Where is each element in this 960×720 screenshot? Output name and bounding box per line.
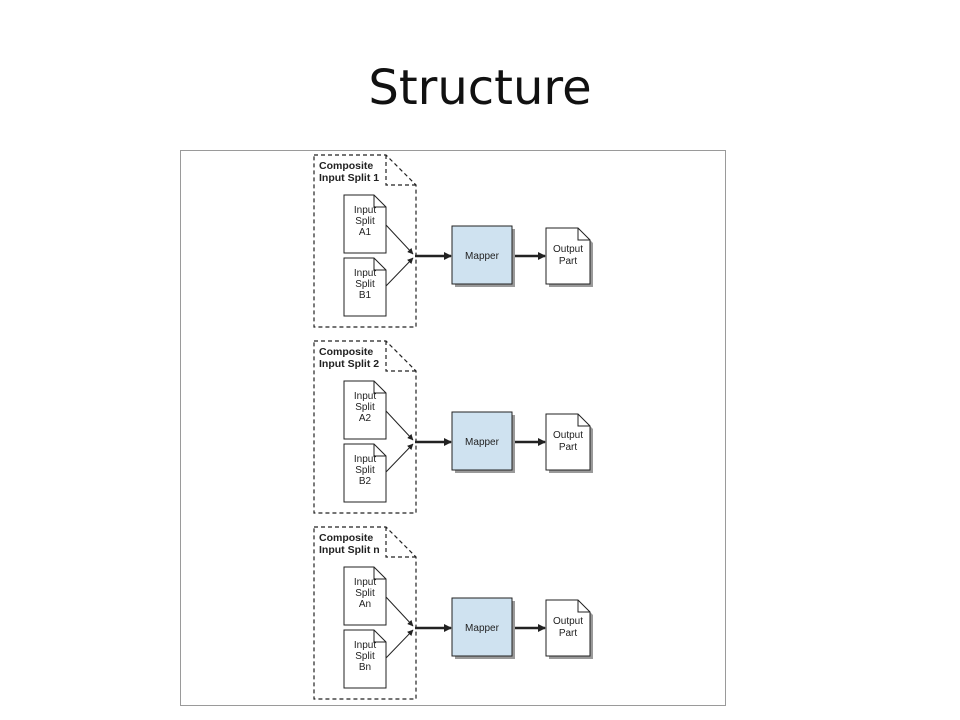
output-part-text: Output: [553, 616, 583, 627]
input-split-b-text: B2: [359, 476, 372, 487]
input-split-a-text: Input: [354, 577, 376, 588]
mapper-box: [451, 411, 513, 471]
input-split-a-doc: [343, 566, 387, 626]
mapper-box: [451, 225, 513, 285]
input-split-b-text: B1: [359, 290, 372, 301]
input-split-a-text: A1: [359, 227, 372, 238]
input-split-b-text: Split: [355, 279, 375, 290]
output-part-text: Part: [559, 628, 578, 639]
composite-label-line1: Composite: [319, 346, 373, 358]
output-part-doc-fold: [577, 600, 590, 613]
input-split-b-doc: [343, 257, 387, 317]
merge-arrow-b: [385, 257, 414, 287]
input-split-a-doc: [343, 380, 387, 440]
composite-label-line2: Input Split 1: [319, 172, 379, 184]
merge-arrow-b: [385, 443, 414, 473]
mapper-box: [451, 597, 513, 657]
input-split-a-doc: [343, 194, 387, 254]
input-split-a-text: A2: [359, 413, 372, 424]
input-split-b-text: Split: [355, 651, 375, 662]
input-split-a-text: Input: [354, 205, 376, 216]
output-part-text: Output: [553, 430, 583, 441]
composite-split-fold: [385, 155, 416, 186]
input-split-a-text: An: [359, 599, 371, 610]
input-split-b-doc: [343, 629, 387, 689]
merge-arrow-a: [385, 596, 414, 627]
input-split-b-doc-fold: [373, 444, 386, 457]
mapper-label: Mapper: [465, 623, 500, 634]
output-part-doc-fold: [577, 414, 590, 427]
input-split-a-text: Split: [355, 588, 375, 599]
input-split-b-doc: [343, 443, 387, 503]
input-split-b-text: Input: [354, 454, 376, 465]
input-split-b-text: Bn: [359, 662, 371, 673]
output-part-text: Part: [559, 256, 578, 267]
page-title: Structure: [368, 60, 592, 116]
output-part-doc: [545, 599, 591, 657]
input-split-b-text: Split: [355, 465, 375, 476]
input-split-b-text: Input: [354, 268, 376, 279]
composite-label-line2: Input Split n: [319, 544, 380, 556]
composite-split-fold: [385, 527, 416, 558]
merge-arrow-a: [385, 410, 414, 441]
input-split-a-doc-fold: [373, 381, 386, 394]
output-part-text: Part: [559, 442, 578, 453]
input-split-b-doc-fold: [373, 258, 386, 271]
input-split-a-doc-fold: [373, 567, 386, 580]
merge-arrow-b: [385, 629, 414, 659]
composite-label-line1: Composite: [319, 532, 373, 544]
input-split-b-text: Input: [354, 640, 376, 651]
output-part-text: Output: [553, 244, 583, 255]
mapper-label: Mapper: [465, 437, 500, 448]
composite-label-line1: Composite: [319, 160, 373, 172]
input-split-b-doc-fold: [373, 630, 386, 643]
output-part-doc: [545, 227, 591, 285]
composite-split-fold: [385, 341, 416, 372]
mapper-label: Mapper: [465, 251, 500, 262]
input-split-a-text: Input: [354, 391, 376, 402]
input-split-a-text: Split: [355, 216, 375, 227]
output-part-doc: [545, 413, 591, 471]
input-split-a-text: Split: [355, 402, 375, 413]
input-split-a-doc-fold: [373, 195, 386, 208]
output-part-doc-fold: [577, 228, 590, 241]
merge-arrow-a: [385, 224, 414, 255]
composite-label-line2: Input Split 2: [319, 358, 379, 370]
